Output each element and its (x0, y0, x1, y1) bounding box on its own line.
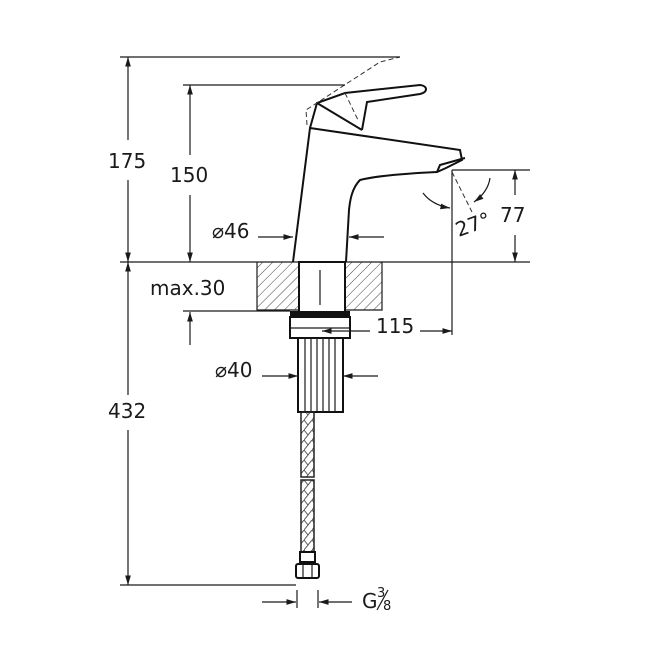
dimension-shank-diameter: ⌀40 (215, 358, 378, 382)
dim-g38-denominator: 8 (383, 599, 391, 614)
flexible-hose (295, 411, 320, 579)
faucet-body (292, 56, 466, 263)
dim-27deg-label: 27° (452, 207, 494, 242)
dim-432-label: 432 (108, 399, 146, 423)
dim-40-label: ⌀40 (215, 358, 253, 382)
dimension-body-diameter: ⌀46 (212, 219, 384, 243)
dim-g38-label: G (362, 589, 378, 613)
dim-115-label: 115 (376, 314, 414, 338)
dim-g38-numerator: 3 (377, 586, 385, 601)
dim-max30-label: max.30 (150, 276, 225, 300)
dimension-connection-thread: G 3 8 (262, 586, 391, 614)
dimension-spout-reach: 115 (322, 314, 452, 338)
dim-77-label: 77 (500, 203, 525, 227)
dimension-hose-length: 432 (108, 262, 296, 586)
dimension-total-height: 175 (108, 56, 400, 262)
dim-46-label: ⌀46 (212, 219, 250, 243)
dimension-deck-thickness: max.30 (150, 276, 290, 345)
dimension-body-height: 150 (170, 84, 345, 262)
shank (289, 261, 351, 413)
dim-175-label: 175 (108, 149, 146, 173)
dim-150-label: 150 (170, 163, 208, 187)
dimension-spout-height: 77 27° (422, 169, 530, 335)
